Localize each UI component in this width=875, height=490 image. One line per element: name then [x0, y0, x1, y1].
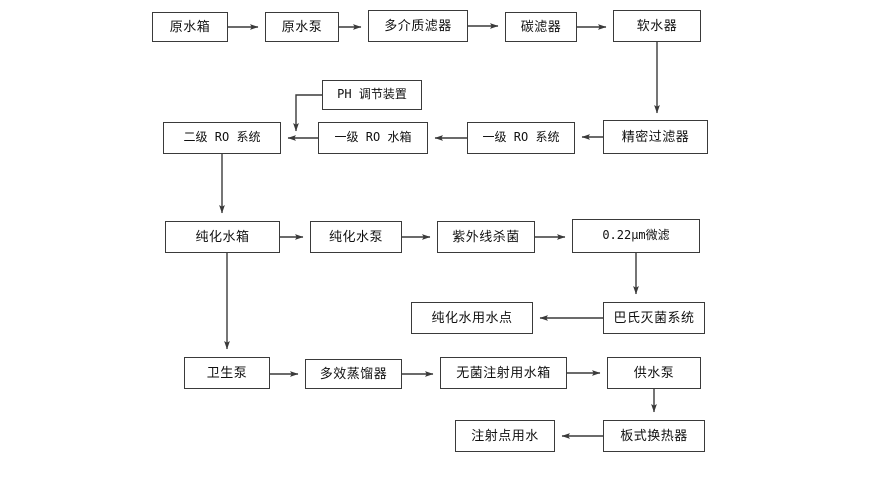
node-ph_adjust[interactable]: PH 调节装置 [322, 80, 422, 110]
node-micro_filter[interactable]: 0.22μm微滤 [572, 219, 700, 253]
node-label: 纯化水用水点 [431, 309, 513, 325]
node-label: 无菌注射用水箱 [456, 364, 551, 380]
node-label: 碳滤器 [520, 18, 562, 34]
edge-group [219, 23, 660, 439]
node-ro2_system[interactable]: 二级 RO 系统 [163, 122, 281, 154]
node-uv_sterilizer[interactable]: 紫外线杀菌 [437, 221, 535, 253]
node-purified_pump[interactable]: 纯化水泵 [310, 221, 402, 253]
node-label: 精密过滤器 [621, 128, 690, 144]
node-pasteurizer[interactable]: 巴氏灭菌系统 [603, 302, 705, 334]
node-label: 一级 RO 系统 [482, 130, 560, 145]
node-label: 0.22μm微滤 [602, 228, 670, 243]
node-label: 巴氏灭菌系统 [613, 309, 695, 325]
node-label: 纯化水箱 [195, 228, 250, 244]
node-label: 原水箱 [169, 18, 211, 34]
node-label: 卫生泵 [206, 364, 248, 380]
node-label: 多效蒸馏器 [319, 365, 388, 381]
node-raw_water_pump[interactable]: 原水泵 [265, 12, 339, 42]
node-label: PH 调节装置 [337, 87, 407, 102]
node-multi_still[interactable]: 多效蒸馏器 [305, 359, 402, 389]
node-purified_tank[interactable]: 纯化水箱 [165, 221, 280, 253]
node-plate_exchanger[interactable]: 板式换热器 [603, 420, 705, 452]
node-label: 多介质滤器 [384, 17, 452, 33]
node-sanitary_pump[interactable]: 卫生泵 [184, 357, 270, 389]
node-ro1_system[interactable]: 一级 RO 系统 [467, 122, 575, 154]
node-label: 纯化水泵 [328, 228, 383, 244]
node-label: 二级 RO 系统 [183, 130, 261, 145]
node-label: 一级 RO 水箱 [334, 130, 412, 145]
node-softener[interactable]: 软水器 [613, 10, 701, 42]
node-multimedia_filter[interactable]: 多介质滤器 [368, 10, 468, 42]
node-wfi_tank[interactable]: 无菌注射用水箱 [440, 357, 567, 389]
node-label: 注射点用水 [471, 427, 539, 443]
node-carbon_filter[interactable]: 碳滤器 [505, 12, 577, 42]
node-label: 供水泵 [633, 364, 675, 380]
node-injection_use_pt[interactable]: 注射点用水 [455, 420, 555, 452]
node-purified_use_pt[interactable]: 纯化水用水点 [411, 302, 533, 334]
node-label: 软水器 [636, 17, 678, 33]
node-supply_pump[interactable]: 供水泵 [607, 357, 701, 389]
node-raw_water_tank[interactable]: 原水箱 [152, 12, 228, 42]
node-label: 紫外线杀菌 [452, 228, 520, 244]
node-ro1_tank[interactable]: 一级 RO 水箱 [318, 122, 428, 154]
edge-ph_adjust-to-ro1_tank [293, 94, 322, 132]
node-label: 板式换热器 [620, 427, 688, 443]
node-label: 原水泵 [281, 18, 323, 34]
node-precision_filter[interactable]: 精密过滤器 [603, 120, 708, 154]
